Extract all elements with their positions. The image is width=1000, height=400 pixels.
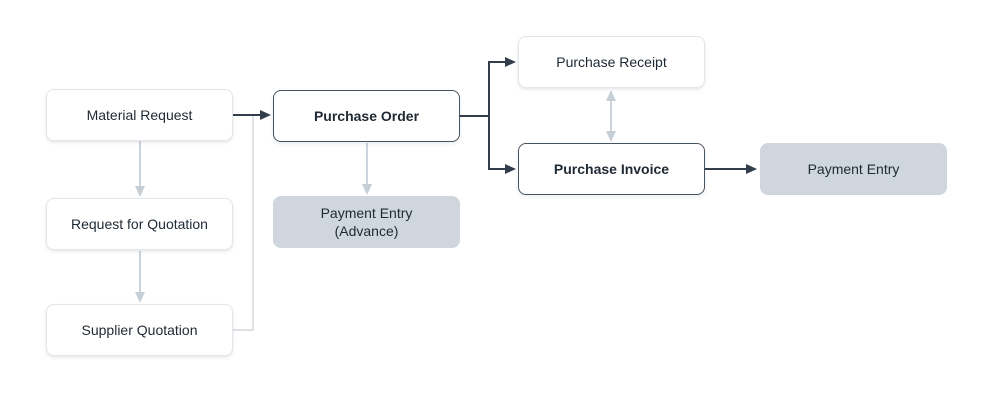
node-payment-entry-label: Payment Entry	[807, 161, 900, 177]
node-payment-entry-advance-label: Payment Entry	[320, 205, 413, 221]
node-payment-entry-advance: Payment Entry (Advance)	[273, 196, 460, 248]
node-purchase-invoice: Purchase Invoice	[518, 143, 705, 195]
node-purchase-invoice-label: Purchase Invoice	[553, 161, 670, 177]
node-payment-entry-advance-sublabel: (Advance)	[334, 223, 399, 239]
node-material-request-label: Material Request	[86, 107, 193, 123]
edge-supplier-quotation-to-purchase-order	[233, 116, 254, 331]
node-purchase-order: Purchase Order	[273, 90, 460, 142]
edge-purchase-order-to-purchase-invoice	[488, 116, 516, 174]
node-payment-entry: Payment Entry	[760, 143, 947, 195]
node-purchase-order-label: Purchase Order	[313, 108, 420, 124]
node-request-for-quotation: Request for Quotation	[46, 198, 233, 250]
edge-purchase-order-to-purchase-receipt	[460, 57, 516, 117]
node-purchase-receipt-label: Purchase Receipt	[556, 54, 667, 70]
node-purchase-receipt: Purchase Receipt	[518, 36, 705, 88]
node-supplier-quotation-label: Supplier Quotation	[81, 322, 198, 338]
node-material-request: Material Request	[46, 89, 233, 141]
node-request-for-quotation-label: Request for Quotation	[71, 216, 208, 232]
node-supplier-quotation: Supplier Quotation	[46, 304, 233, 356]
